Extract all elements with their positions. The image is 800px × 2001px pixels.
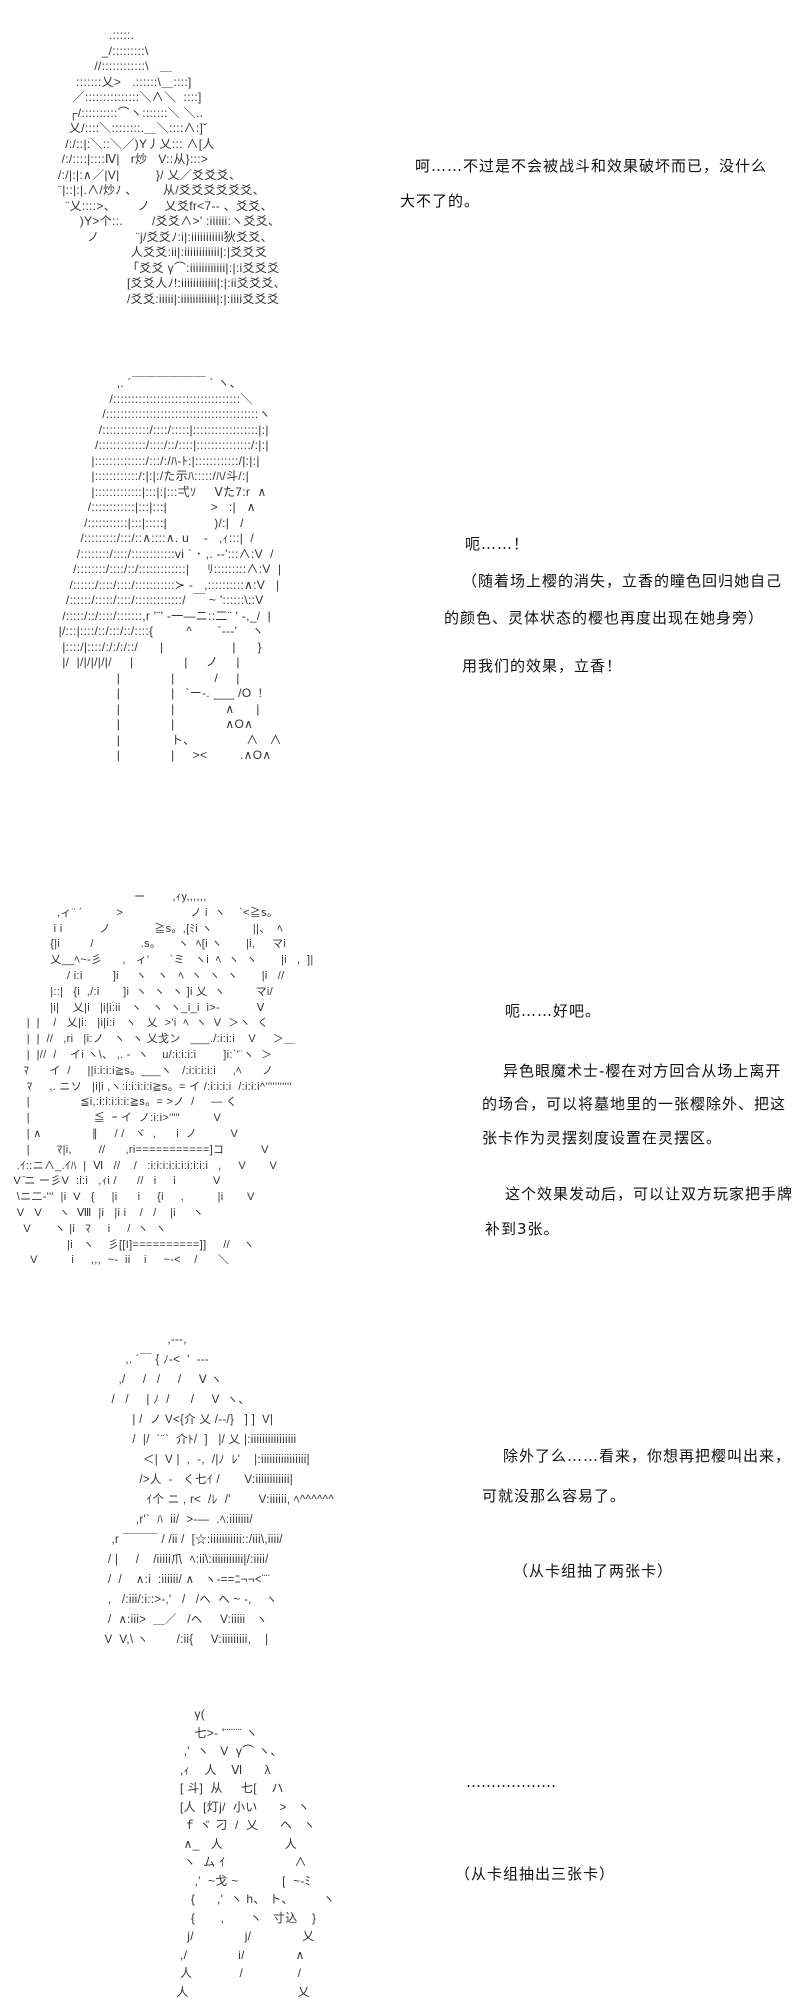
dialogue-line: （从卡组抽出三张卡） bbox=[455, 1865, 616, 1883]
dialogue-line: 呵……不过是不会被战斗和效果破坏而已，没什么 bbox=[415, 157, 768, 175]
panel-4: ,-‐-, ,. ´￣ { ﾉ-< ' ‐-- ,/ / / / Ⅴ ヽ / /… bbox=[0, 1320, 800, 1680]
dialogue-line: 补到3张。 bbox=[485, 1220, 560, 1238]
dialogue-line: 大不了的。 bbox=[400, 192, 481, 210]
dialogue-line: 呃……！ bbox=[465, 535, 530, 553]
ascii-art-character: γ( 七>- '¨¨¨¨ ヽ ,′ ヽ V γ⌒ ヽ、 ,ｨ 人 Ⅵ λ [ 斗… bbox=[176, 1707, 336, 1999]
dialogue-line: 这个效果发动后，可以让双方玩家把手牌 bbox=[505, 1185, 794, 1203]
dialogue-line: 呃……好吧。 bbox=[505, 1002, 602, 1020]
ascii-art-character: ー ,ｨy,,,,,, ,ィ¨ ´ > ノ i ヽ `<≧s。 i i ノ ≧s… bbox=[13, 891, 314, 1267]
ascii-art-character: ,-‐-, ,. ´￣ { ﾉ-< ' ‐-- ,/ / / / Ⅴ ヽ / /… bbox=[104, 1334, 335, 1646]
dialogue-line: 张卡作为灵摆刻度设置在灵摆区。 bbox=[482, 1129, 723, 1147]
ellipsis-line: ……………… bbox=[466, 1773, 556, 1791]
ascii-art-character: ,. ´￣￣￣￣￣￣ ` ヽ、 /:::::::::::::::::::::::… bbox=[58, 376, 282, 762]
panel-2: ,. ´￣￣￣￣￣￣ ` ヽ、 /:::::::::::::::::::::::… bbox=[0, 370, 800, 870]
ascii-art-character: .:::::. _/:::::::::\ //::::::::::::\ ＿ :… bbox=[58, 28, 286, 306]
dialogue-line: （从卡组抽了两张卡） bbox=[513, 1562, 674, 1580]
dialogue-line: 的颜色、灵体状态的樱也再度出现在她身旁） bbox=[444, 609, 765, 627]
dialogue-line: 除外了么……看来，你想再把樱叫出来， bbox=[503, 1447, 792, 1465]
dialogue-line: （随着场上樱的消失，立香的瞳色回归她自己 bbox=[462, 572, 783, 590]
panel-1: .:::::. _/:::::::::\ //::::::::::::\ ＿ :… bbox=[0, 0, 800, 340]
dialogue-line: 用我们的效果，立香！ bbox=[462, 657, 623, 675]
dialogue-line: 可就没那么容易了。 bbox=[482, 1487, 627, 1505]
dialogue-line: 的场合，可以将墓地里的一张樱除外、把这 bbox=[482, 1095, 787, 1113]
panel-3: ー ,ｨy,,,,,, ,ィ¨ ´ > ノ i ヽ `<≧s。 i i ノ ≧s… bbox=[0, 880, 800, 1300]
dialogue-line: 异色眼魔术士-樱在对方回合从场上离开 bbox=[503, 1062, 782, 1080]
panel-5: γ( 七>- '¨¨¨¨ ヽ ,′ ヽ V γ⌒ ヽ、 ,ｨ 人 Ⅵ λ [ 斗… bbox=[0, 1695, 800, 2000]
